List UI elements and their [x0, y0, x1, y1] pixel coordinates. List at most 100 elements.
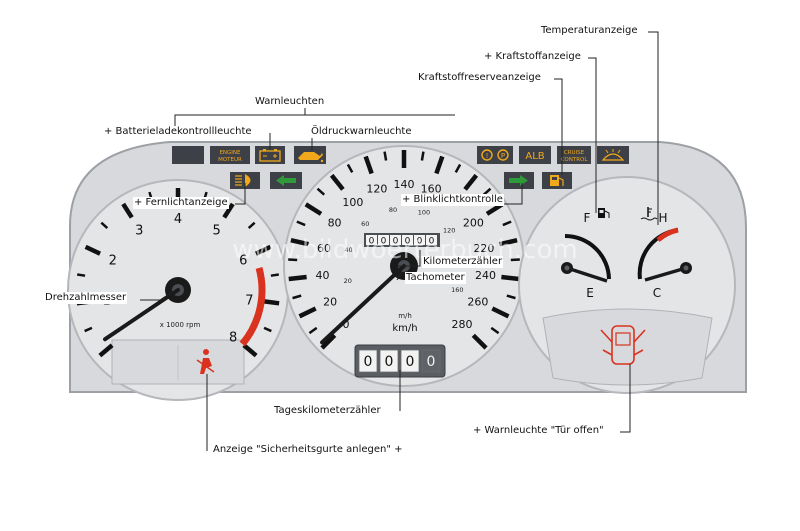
speedometer-tick-label: 140	[394, 178, 415, 191]
odometer-digit-cell	[366, 235, 377, 245]
speedometer-tick	[363, 155, 374, 175]
rev-counter-tick	[76, 273, 86, 277]
leader-lines	[140, 31, 659, 451]
label-fernlichtanzeige: + Fernlichtanzeige	[133, 197, 229, 209]
label-batterieladekontrollleuchte: + Batterieladekontrollleuchte	[103, 126, 253, 138]
fuel-pump-icon	[550, 175, 564, 186]
speedometer-needle	[320, 264, 406, 345]
label-warnleuchten: Warnleuchten	[254, 96, 326, 108]
speedometer-tick	[499, 237, 518, 247]
engine-lamp-line2: MOTEUR	[218, 157, 242, 163]
speedometer-tick	[510, 258, 520, 262]
rev-counter-tick	[247, 221, 256, 229]
oil-can-icon	[298, 152, 324, 163]
temp-gauge-needle	[644, 266, 687, 282]
odometer-digit: 0	[381, 237, 387, 247]
label-drehzahlmesser: Drehzahlmesser	[44, 292, 128, 304]
label-kilometerzaehler: Kilometerzähler	[422, 256, 504, 268]
speedometer-tick	[502, 220, 512, 227]
speedometer-tick	[296, 220, 306, 227]
rev-counter-tick	[263, 326, 272, 333]
speedometer-tick	[482, 187, 492, 196]
rev-counter-tick-label: 8	[229, 330, 237, 345]
speedometer-tick	[471, 333, 488, 350]
trip-meter-digit-cell	[400, 349, 420, 373]
label-tachometer: Tachometer	[405, 272, 466, 284]
speedometer-tick	[308, 326, 318, 335]
washer-fluid-icon	[601, 149, 625, 161]
speedometer-tick	[506, 294, 516, 300]
speedometer-tick-label: 60	[317, 242, 331, 255]
coolant-temperature-icon	[640, 207, 658, 221]
cruise-control-lamp	[557, 146, 591, 164]
speedometer-mph-label: 40	[344, 246, 352, 254]
speedometer-tick	[292, 294, 302, 300]
temperature-gauge: H C	[637, 207, 692, 300]
speedometer-tick-label: 280	[451, 318, 472, 331]
label-blinklichtkontrolle: + Blinklichtkontrolle	[401, 194, 504, 206]
speedometer-mph-label: 100	[418, 209, 430, 217]
odometer-digit: 0	[369, 237, 375, 247]
speedometer-tick	[304, 202, 323, 216]
rev-counter-redzone	[239, 266, 266, 347]
label-kraftstoffreserveanzeige: Kraftstoffreserveanzeige	[417, 72, 542, 84]
watermark: www.bildwoerterbuch.com	[232, 235, 577, 265]
cruise-lamp-line2: CONTROL	[561, 157, 589, 163]
engine-lamp-line1: ENGINE	[219, 150, 241, 156]
trip-meter-digit: 0	[364, 354, 373, 370]
speedometer-tick	[383, 151, 388, 161]
temp-gauge-hot-label: H	[658, 211, 667, 225]
rev-counter-tick	[121, 202, 134, 219]
trip-meter-digit-cell	[421, 349, 441, 373]
warning-lamp-row: ENGINE MOTEUR ! P ALB CRUISE CONTROL	[172, 146, 629, 164]
speedometer-tick-label: 220	[473, 242, 494, 255]
speedometer-mph-label: 120	[443, 227, 455, 235]
odometer-digit-cell	[378, 235, 389, 245]
speedometer-mph-label: 60	[361, 220, 369, 228]
svg-text:P: P	[501, 152, 505, 160]
speedometer-tick	[329, 173, 345, 191]
speedometer-tick	[420, 151, 425, 161]
trip-meter-digit: 0	[406, 354, 415, 370]
rev-counter-tick	[270, 273, 280, 277]
washer-lamp	[597, 146, 629, 164]
rev-counter-tick-label: 2	[109, 254, 117, 269]
speedometer-tick-label: 20	[323, 296, 337, 309]
fuel-gauge-empty-label: E	[586, 286, 594, 300]
rev-counter-tick	[100, 221, 109, 229]
speedometer-tick-label: 200	[463, 216, 484, 229]
label-warnleuchte-tuer-offen: + Warnleuchte "Tür offen"	[472, 425, 605, 437]
rev-counter-tick	[84, 244, 102, 256]
fuel-gauge-full-label: F	[584, 211, 591, 225]
high-beam-icon	[235, 174, 251, 187]
speedometer-tick	[454, 163, 462, 173]
rev-counter-tick-label: 6	[239, 254, 247, 269]
fuel-gauge-icon	[598, 208, 610, 218]
arrow-left-icon	[276, 175, 296, 186]
speedometer-tick	[288, 258, 298, 262]
rev-counter-unit: x 1000 rpm	[160, 321, 201, 329]
svg-text:!: !	[486, 152, 489, 160]
rev-counter-tick	[222, 202, 235, 219]
rev-counter-tick	[84, 326, 93, 333]
speedometer-tick	[490, 326, 500, 335]
brake-warning-icon: ! P	[481, 149, 509, 161]
speedometer-tick-label: 100	[342, 196, 363, 209]
rev-counter-tick-label: 7	[245, 293, 253, 308]
temp-gauge-cold-label: C	[653, 286, 661, 300]
rev-counter-tick-label: 4	[174, 212, 182, 227]
speedometer-tick-label: 40	[316, 269, 330, 282]
trip-meter-digit: 0	[427, 354, 436, 370]
label-oeldruckwarnleuchte: Öldruckwarnleuchte	[310, 126, 413, 138]
label-tageskilometerzaehler: Tageskilometerzähler	[273, 405, 382, 417]
odometer-digit: 0	[393, 237, 399, 247]
speedometer-tick	[298, 306, 317, 319]
speedometer-tick-label: 0	[343, 318, 350, 331]
battery-icon	[259, 149, 281, 162]
odometer-digit: 0	[417, 237, 423, 247]
odometer-digit-cell	[414, 235, 425, 245]
speedometer-tick	[320, 333, 337, 350]
speedometer-tick	[491, 306, 510, 319]
speedometer-tick	[463, 173, 479, 191]
